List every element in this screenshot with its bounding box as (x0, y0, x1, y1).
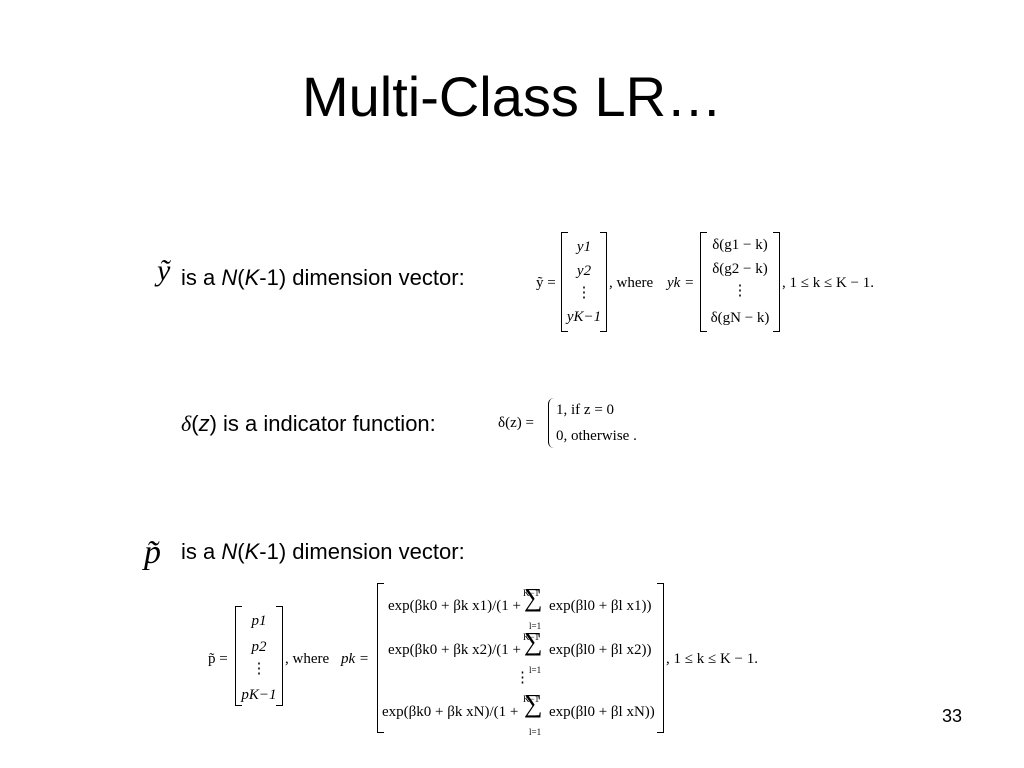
sum-sign: ∑ (524, 583, 543, 612)
slide-title: Multi-Class LR… (301, 65, 723, 128)
case-one: 1, if z = 0 (556, 402, 615, 418)
yk-vector-cell: δ(g1 − k) (712, 237, 768, 253)
y-vector-cell: yK−1 (566, 309, 602, 325)
sum-upper: K−1 (523, 632, 540, 642)
y-vector: y1 y2 ⋮ yK−1 (561, 232, 607, 332)
yk-lhs: yk = (667, 275, 695, 291)
pk-lhs: pk = (341, 651, 370, 667)
sum-lower: l=1 (529, 727, 542, 737)
delta-symbol: δ (181, 411, 192, 436)
right-bracket (773, 232, 780, 332)
p-vector-cell: p1 (251, 613, 267, 629)
y-tilde-symbol: ỹ (157, 254, 171, 287)
left-bracket (235, 606, 242, 706)
k-range: , 1 ≤ k ≤ K − 1. (666, 651, 759, 667)
pk-row-tail: exp(βl0 + βl x1)) (549, 598, 652, 614)
yk-vector: δ(g1 − k) δ(g2 − k) ⋮ δ(gN − k) (700, 232, 780, 332)
delta-lhs: δ(z) = (498, 415, 534, 431)
sum-sign: ∑ (524, 689, 543, 718)
p-vector: p1 p2 ⋮ pK−1 (235, 606, 283, 706)
yk-vector-cell: ⋮ (732, 283, 748, 299)
pk-row: exp(βk0 + βk x1)/(1 + (388, 598, 521, 614)
pk-row: exp(βk0 + βk x2)/(1 + (388, 642, 521, 658)
sum-upper: K−1 (523, 694, 540, 704)
vertical-ellipsis: ⋮ (515, 670, 530, 686)
case-two: 0, otherwise . (556, 428, 637, 444)
pk-vector: exp(βk0 + βk x1)/(1 + K−1 ∑ l=1 exp(βl0 … (377, 583, 664, 737)
where-label: , where (609, 275, 654, 291)
pk-row-tail: exp(βl0 + βl x2)) (549, 642, 652, 658)
p-tilde-lhs: p̃ = (208, 651, 228, 667)
y-vector-cell: ⋮ (576, 285, 592, 301)
sum-sign: ∑ (524, 627, 543, 656)
where-label: , where (285, 651, 330, 667)
p-vector-cell: ⋮ (251, 661, 267, 677)
line1-description: is a N(K-1) dimension vector: (181, 265, 465, 290)
p-vector-cell: p2 (251, 639, 267, 655)
p-vector-cell: pK−1 (241, 687, 277, 703)
left-bracket (700, 232, 707, 332)
yk-vector-cell: δ(g2 − k) (712, 261, 768, 277)
p-tilde-symbol: p̃ (144, 534, 161, 571)
yk-vector-cell: δ(gN − k) (710, 310, 770, 326)
left-bracket (561, 232, 568, 332)
line2-description: δ(z) is a indicator function: (181, 411, 436, 436)
y-vector-cell: y1 (576, 239, 592, 255)
y-vector-cell: y2 (576, 263, 592, 279)
left-bracket (377, 583, 384, 733)
pk-row: exp(βk0 + βk xN)/(1 + (382, 704, 519, 720)
line3-description: is a N(K-1) dimension vector: (181, 539, 465, 564)
slide-number: 33 (941, 706, 962, 726)
sum-upper: K−1 (523, 588, 540, 598)
sum-lower: l=1 (529, 665, 542, 675)
cases-brace (548, 398, 555, 448)
right-bracket (276, 606, 283, 706)
right-bracket (600, 232, 607, 332)
y-tilde-lhs: ỹ = (536, 275, 556, 291)
right-bracket (657, 583, 664, 733)
pk-row-tail: exp(βl0 + βl xN)) (549, 704, 655, 720)
k-range: , 1 ≤ k ≤ K − 1. (782, 275, 875, 291)
sum-lower: l=1 (529, 621, 542, 631)
